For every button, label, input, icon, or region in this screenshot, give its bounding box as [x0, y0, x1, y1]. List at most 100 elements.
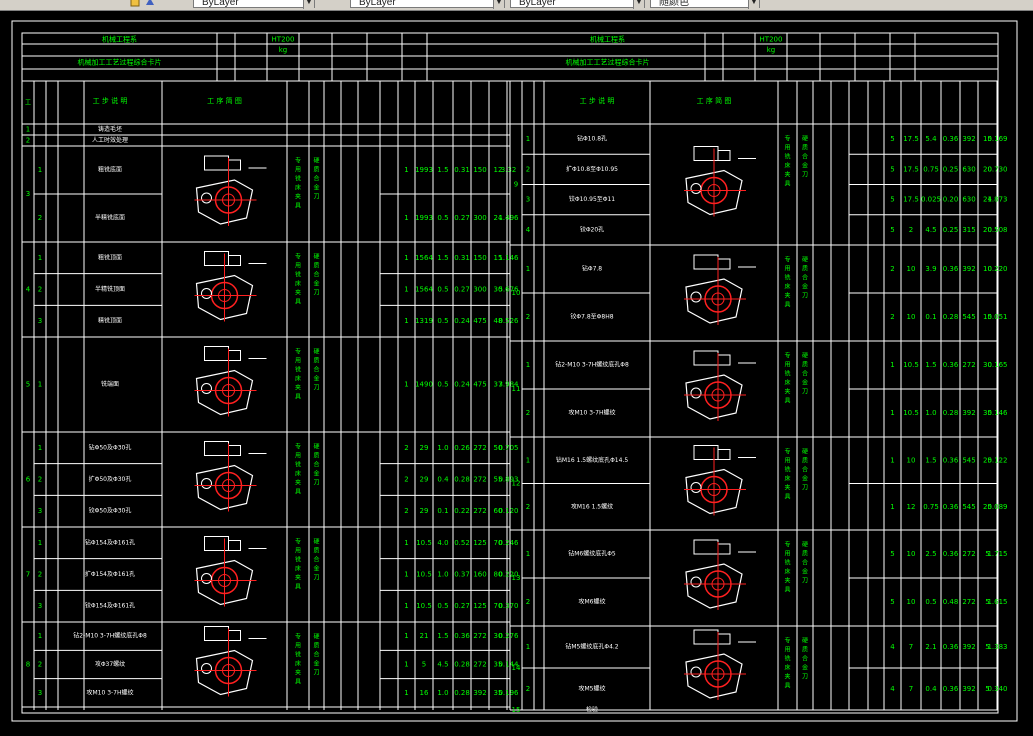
cutting-param: 0.025	[921, 196, 941, 204]
cutting-param: 392	[962, 409, 975, 417]
chevron-down-icon[interactable]: ▼	[303, 0, 314, 9]
cutting-param: 10.5	[903, 361, 919, 369]
linetype-dropdown-2[interactable]: ByLayer▼	[350, 0, 505, 9]
cutting-param: 300	[473, 214, 486, 222]
cell-text: 刀	[802, 578, 808, 585]
step-number: 1	[38, 381, 42, 389]
op-number: 7	[26, 571, 30, 579]
cutting-param: 3.9	[925, 265, 936, 273]
left-process-sheet: 机械工程系机械加工工艺过程综合卡片HT200kg工工 步 说 明工 序 简 图1…	[21, 33, 519, 710]
chevron-down-icon[interactable]: ▼	[493, 0, 504, 9]
step-number: 1	[526, 456, 530, 464]
cutting-param: 30	[983, 361, 992, 369]
cell-text: 金	[313, 565, 319, 573]
sheet-company: 机械工程系	[102, 35, 137, 44]
cutting-param: 1	[404, 539, 408, 547]
cell-text: 具	[784, 398, 790, 405]
cutting-param: 0.4	[925, 685, 937, 693]
op-number: 2	[26, 137, 30, 145]
cell-text: 专	[295, 538, 301, 546]
cell-text: 具	[784, 683, 790, 690]
cutting-param: 0.22	[454, 507, 470, 515]
cell-text: 硬	[313, 444, 319, 451]
cutting-param: 5	[890, 135, 894, 143]
cutting-param: 0.27	[454, 214, 470, 222]
chevron-down-icon[interactable]: ▼	[748, 0, 759, 9]
cutting-param: 272	[473, 476, 486, 484]
part-sketch	[684, 445, 756, 516]
layer-states-icon[interactable]	[130, 0, 140, 7]
linetype-dropdown-1[interactable]: ByLayer▼	[193, 0, 315, 9]
cell-text: 刀	[313, 290, 319, 297]
cutting-param: 475	[473, 381, 486, 389]
cutting-param: 5	[985, 643, 989, 651]
step-number: 2	[526, 685, 530, 693]
cutting-param: 0.28	[943, 409, 959, 417]
cell-text: 合	[313, 366, 319, 374]
cutting-param: 0.165	[987, 361, 1007, 369]
weight-unit: kg	[767, 46, 776, 54]
cell-text: 铣	[295, 556, 301, 564]
cell-text: 金	[313, 280, 319, 288]
step-number: 1	[38, 632, 42, 640]
cell-text: 床	[784, 568, 790, 576]
step-description: 攻M6螺纹	[579, 598, 606, 606]
cell-text: 夹	[784, 673, 790, 681]
op-number: 1	[26, 126, 30, 134]
cutting-param: 48	[494, 317, 503, 325]
cell-text: 合	[313, 651, 319, 659]
step-description: 攻M10 3-7H螺纹	[86, 688, 133, 696]
cell-text: 质	[802, 265, 808, 273]
op-number: 12	[512, 480, 521, 488]
chevron-down-icon[interactable]: ▼	[633, 0, 644, 9]
cutting-param: 0.36	[943, 265, 959, 273]
cutting-param: 272	[473, 507, 486, 515]
op-number: 11	[512, 385, 521, 393]
col-header-step-desc: 工 步 说 明	[93, 96, 128, 105]
cell-text: 用	[295, 263, 301, 270]
cutting-param: 392	[962, 685, 975, 693]
step-number: 1	[526, 265, 530, 273]
step-description: 检验	[586, 706, 598, 714]
cutting-param: 1.5	[437, 166, 448, 174]
cutting-param: 12	[907, 503, 916, 511]
cutting-param: 0.5	[437, 214, 448, 222]
cell-text: 质	[313, 166, 319, 174]
cutting-param: 0.48	[943, 598, 959, 606]
cutting-param: 0.122	[987, 456, 1007, 464]
cell-text: 用	[784, 551, 790, 558]
cutting-param: 0.36	[943, 135, 959, 143]
cell-text: 硬	[313, 158, 319, 165]
layer-previous-icon[interactable]	[145, 0, 155, 7]
cell-text: 质	[313, 357, 319, 365]
cell-text: 硬	[802, 136, 808, 143]
step-number: 2	[38, 286, 42, 294]
cutting-param: 0.5	[925, 598, 936, 606]
step-number: 2	[526, 598, 530, 606]
cutting-param: 1564	[415, 286, 433, 294]
cutting-param: 5	[985, 685, 989, 693]
cutting-param: 0.24	[454, 317, 470, 325]
cell-text: 夹	[784, 577, 790, 585]
cutting-param: 300	[473, 286, 486, 294]
cell-text: 质	[313, 547, 319, 555]
cutting-param: 0.36	[454, 632, 470, 640]
lineweight-dropdown[interactable]: ByLayer▼	[510, 0, 645, 9]
cell-text: 硬	[802, 638, 808, 645]
cell-text: 夹	[784, 388, 790, 396]
cell-text: 床	[784, 283, 790, 291]
cell-text: 质	[313, 452, 319, 460]
plot-style-dropdown[interactable]: 随颜色▼	[650, 0, 760, 9]
cutting-param: 1.615	[987, 598, 1007, 606]
cutting-param: 0.220	[498, 571, 518, 579]
cutting-param: 0.36	[943, 685, 959, 693]
cutting-param: 7	[909, 685, 913, 693]
